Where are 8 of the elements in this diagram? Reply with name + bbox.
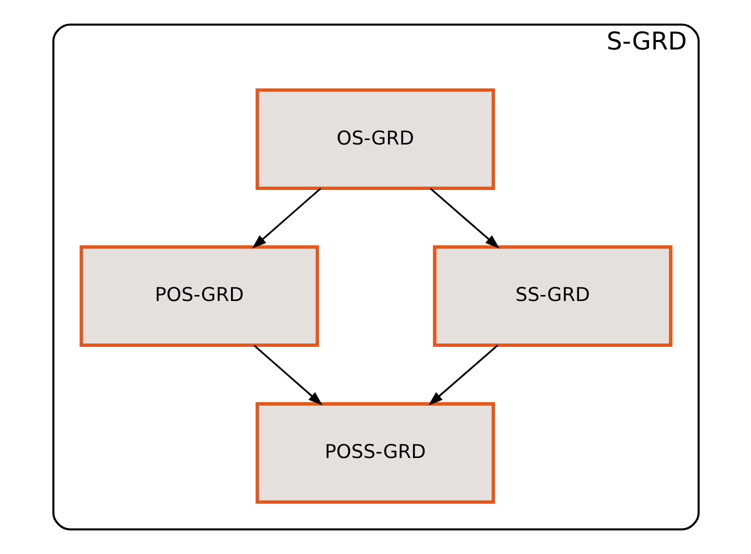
node-box: POS-GRD [79, 245, 319, 347]
arrow [428, 344, 498, 406]
node-box: SS-GRD [432, 245, 672, 347]
arrow [252, 344, 322, 406]
arrow [429, 188, 500, 249]
arrow [252, 188, 321, 249]
node-box: OS-GRD [255, 88, 495, 190]
node-box: POSS-GRD [255, 402, 495, 504]
